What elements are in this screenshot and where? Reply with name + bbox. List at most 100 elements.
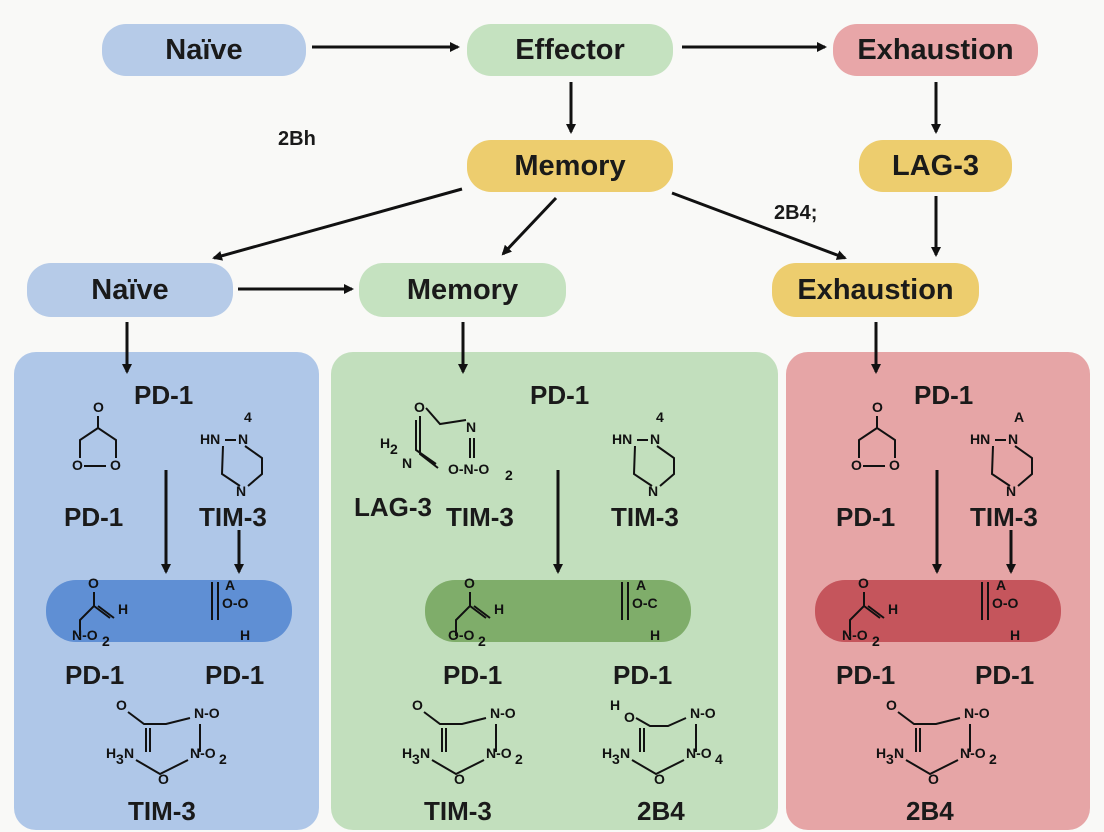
svg-text:O: O — [654, 771, 665, 787]
svg-text:HN: HN — [970, 431, 990, 447]
effector-node[interactable]: Effector — [467, 24, 673, 76]
svg-text:N-O: N-O — [490, 705, 516, 721]
exhaustion-bar-molecule-right: A O-O H — [981, 577, 1020, 643]
svg-text:N: N — [124, 745, 134, 761]
svg-text:N: N — [466, 419, 476, 435]
exhaustion-panel-footer: 2B4 — [906, 796, 954, 826]
svg-text:O: O — [72, 457, 83, 473]
svg-text:N-O: N-O — [842, 627, 868, 643]
svg-text:H: H — [106, 745, 116, 761]
memory-panel-right-label: TIM-3 — [611, 502, 679, 532]
naive-panel-right-label: TIM-3 — [199, 502, 267, 532]
svg-text:O: O — [886, 697, 897, 713]
memory-panel-footer-left: TIM-3 — [424, 796, 492, 826]
exhaustion-panel-bottom-left: PD-1 — [836, 660, 896, 690]
svg-text:H: H — [380, 435, 390, 451]
naive-ring-molecule: O O O — [72, 399, 121, 473]
svg-text:H: H — [876, 745, 886, 761]
arrow-memory-to-memory — [501, 196, 558, 256]
svg-text:A: A — [225, 577, 235, 593]
svg-text:N: N — [1006, 483, 1016, 499]
svg-text:3: 3 — [886, 751, 894, 767]
svg-text:2: 2 — [872, 633, 880, 649]
naive-node-bottom[interactable]: Naïve — [27, 263, 233, 317]
svg-text:O: O — [889, 457, 900, 473]
lag3-node[interactable]: LAG-3 — [859, 140, 1012, 192]
svg-text:N: N — [620, 745, 630, 761]
svg-text:O: O — [412, 697, 423, 713]
naive-bar-molecule-left: O H N-O 2 — [72, 575, 128, 649]
svg-text:N: N — [894, 745, 904, 761]
svg-text:H: H — [118, 601, 128, 617]
exhaustion-panel-bottom-right: PD-1 — [975, 660, 1035, 690]
exhaustion-node-bottom[interactable]: Exhaustion — [772, 263, 979, 317]
svg-text:H: H — [402, 745, 412, 761]
exhaustion-bar-molecule-left: O H N-O 2 — [842, 575, 898, 649]
memory-panel-left-label: TIM-3 — [446, 502, 514, 532]
svg-text:O-O: O-O — [992, 595, 1019, 611]
naive-bar-molecule-right: A O-O H — [211, 577, 250, 643]
memory-bar-molecule-right: A O-C H — [621, 577, 660, 643]
svg-text:A: A — [1014, 409, 1024, 425]
memory-panel-footer-right: 2B4 — [637, 796, 685, 826]
svg-text:O: O — [624, 709, 635, 725]
svg-text:2: 2 — [478, 633, 486, 649]
svg-text:N-O: N-O — [190, 745, 216, 761]
svg-text:N: N — [650, 431, 660, 447]
svg-text:O: O — [158, 771, 169, 787]
svg-text:O-N-O: O-N-O — [448, 461, 489, 477]
naive-node-top[interactable]: Naïve — [102, 24, 306, 76]
memory-node-bottom[interactable]: Memory — [359, 263, 566, 317]
svg-text:N: N — [236, 483, 246, 499]
svg-text:N: N — [238, 431, 248, 447]
memory-panel-title: PD-1 — [530, 380, 590, 410]
naive-panel-left-label: PD-1 — [64, 502, 124, 532]
exhaustion-ring-molecule: O O O — [851, 399, 900, 473]
svg-text:N-O: N-O — [486, 745, 512, 761]
svg-text:O: O — [858, 575, 869, 591]
svg-text:2: 2 — [219, 751, 227, 767]
memory-panel-side-label: LAG-3 — [354, 492, 432, 522]
memory-panel-bottom-right: PD-1 — [613, 660, 673, 690]
svg-text:H: H — [610, 697, 620, 713]
svg-text:N-O: N-O — [964, 705, 990, 721]
svg-text:A: A — [636, 577, 646, 593]
naive-panel-title: PD-1 — [134, 380, 194, 410]
arrow-memory-to-exhaustion — [671, 191, 847, 260]
svg-text:2: 2 — [390, 441, 398, 457]
svg-text:4: 4 — [656, 409, 664, 425]
naive-panel-bottom-left: PD-1 — [65, 660, 125, 690]
exhaustion-piperazine-molecule: HN A N N — [970, 409, 1033, 499]
exhaustion-panel-title: PD-1 — [914, 380, 974, 410]
svg-text:O: O — [93, 399, 104, 415]
svg-text:O: O — [872, 399, 883, 415]
svg-text:H: H — [240, 627, 250, 643]
svg-text:N: N — [420, 745, 430, 761]
memory-piperazine-molecule: HN 4 N N — [612, 409, 675, 499]
svg-text:HN: HN — [612, 431, 632, 447]
svg-text:N: N — [402, 455, 412, 471]
svg-text:HN: HN — [200, 431, 220, 447]
memory-bar-molecule-left: O H O-O 2 — [448, 575, 504, 649]
exhaustion-receptor-bar — [815, 580, 1061, 642]
svg-text:O: O — [116, 697, 127, 713]
naive-panel-footer: TIM-3 — [128, 796, 196, 826]
exhaustion-node-top[interactable]: Exhaustion — [833, 24, 1038, 76]
svg-text:O-O: O-O — [448, 627, 475, 643]
exhaustion-panel-left-label: PD-1 — [836, 502, 896, 532]
svg-text:3: 3 — [116, 751, 124, 767]
svg-text:N: N — [1008, 431, 1018, 447]
arrow-memory-to-naive — [212, 187, 463, 261]
svg-text:N-O: N-O — [72, 627, 98, 643]
memory-node-mid[interactable]: Memory — [467, 140, 673, 192]
svg-text:H: H — [602, 745, 612, 761]
svg-text:3: 3 — [412, 751, 420, 767]
svg-text:2: 2 — [505, 467, 513, 483]
note-2bh: 2Bh — [278, 128, 316, 150]
svg-text:4: 4 — [244, 409, 252, 425]
